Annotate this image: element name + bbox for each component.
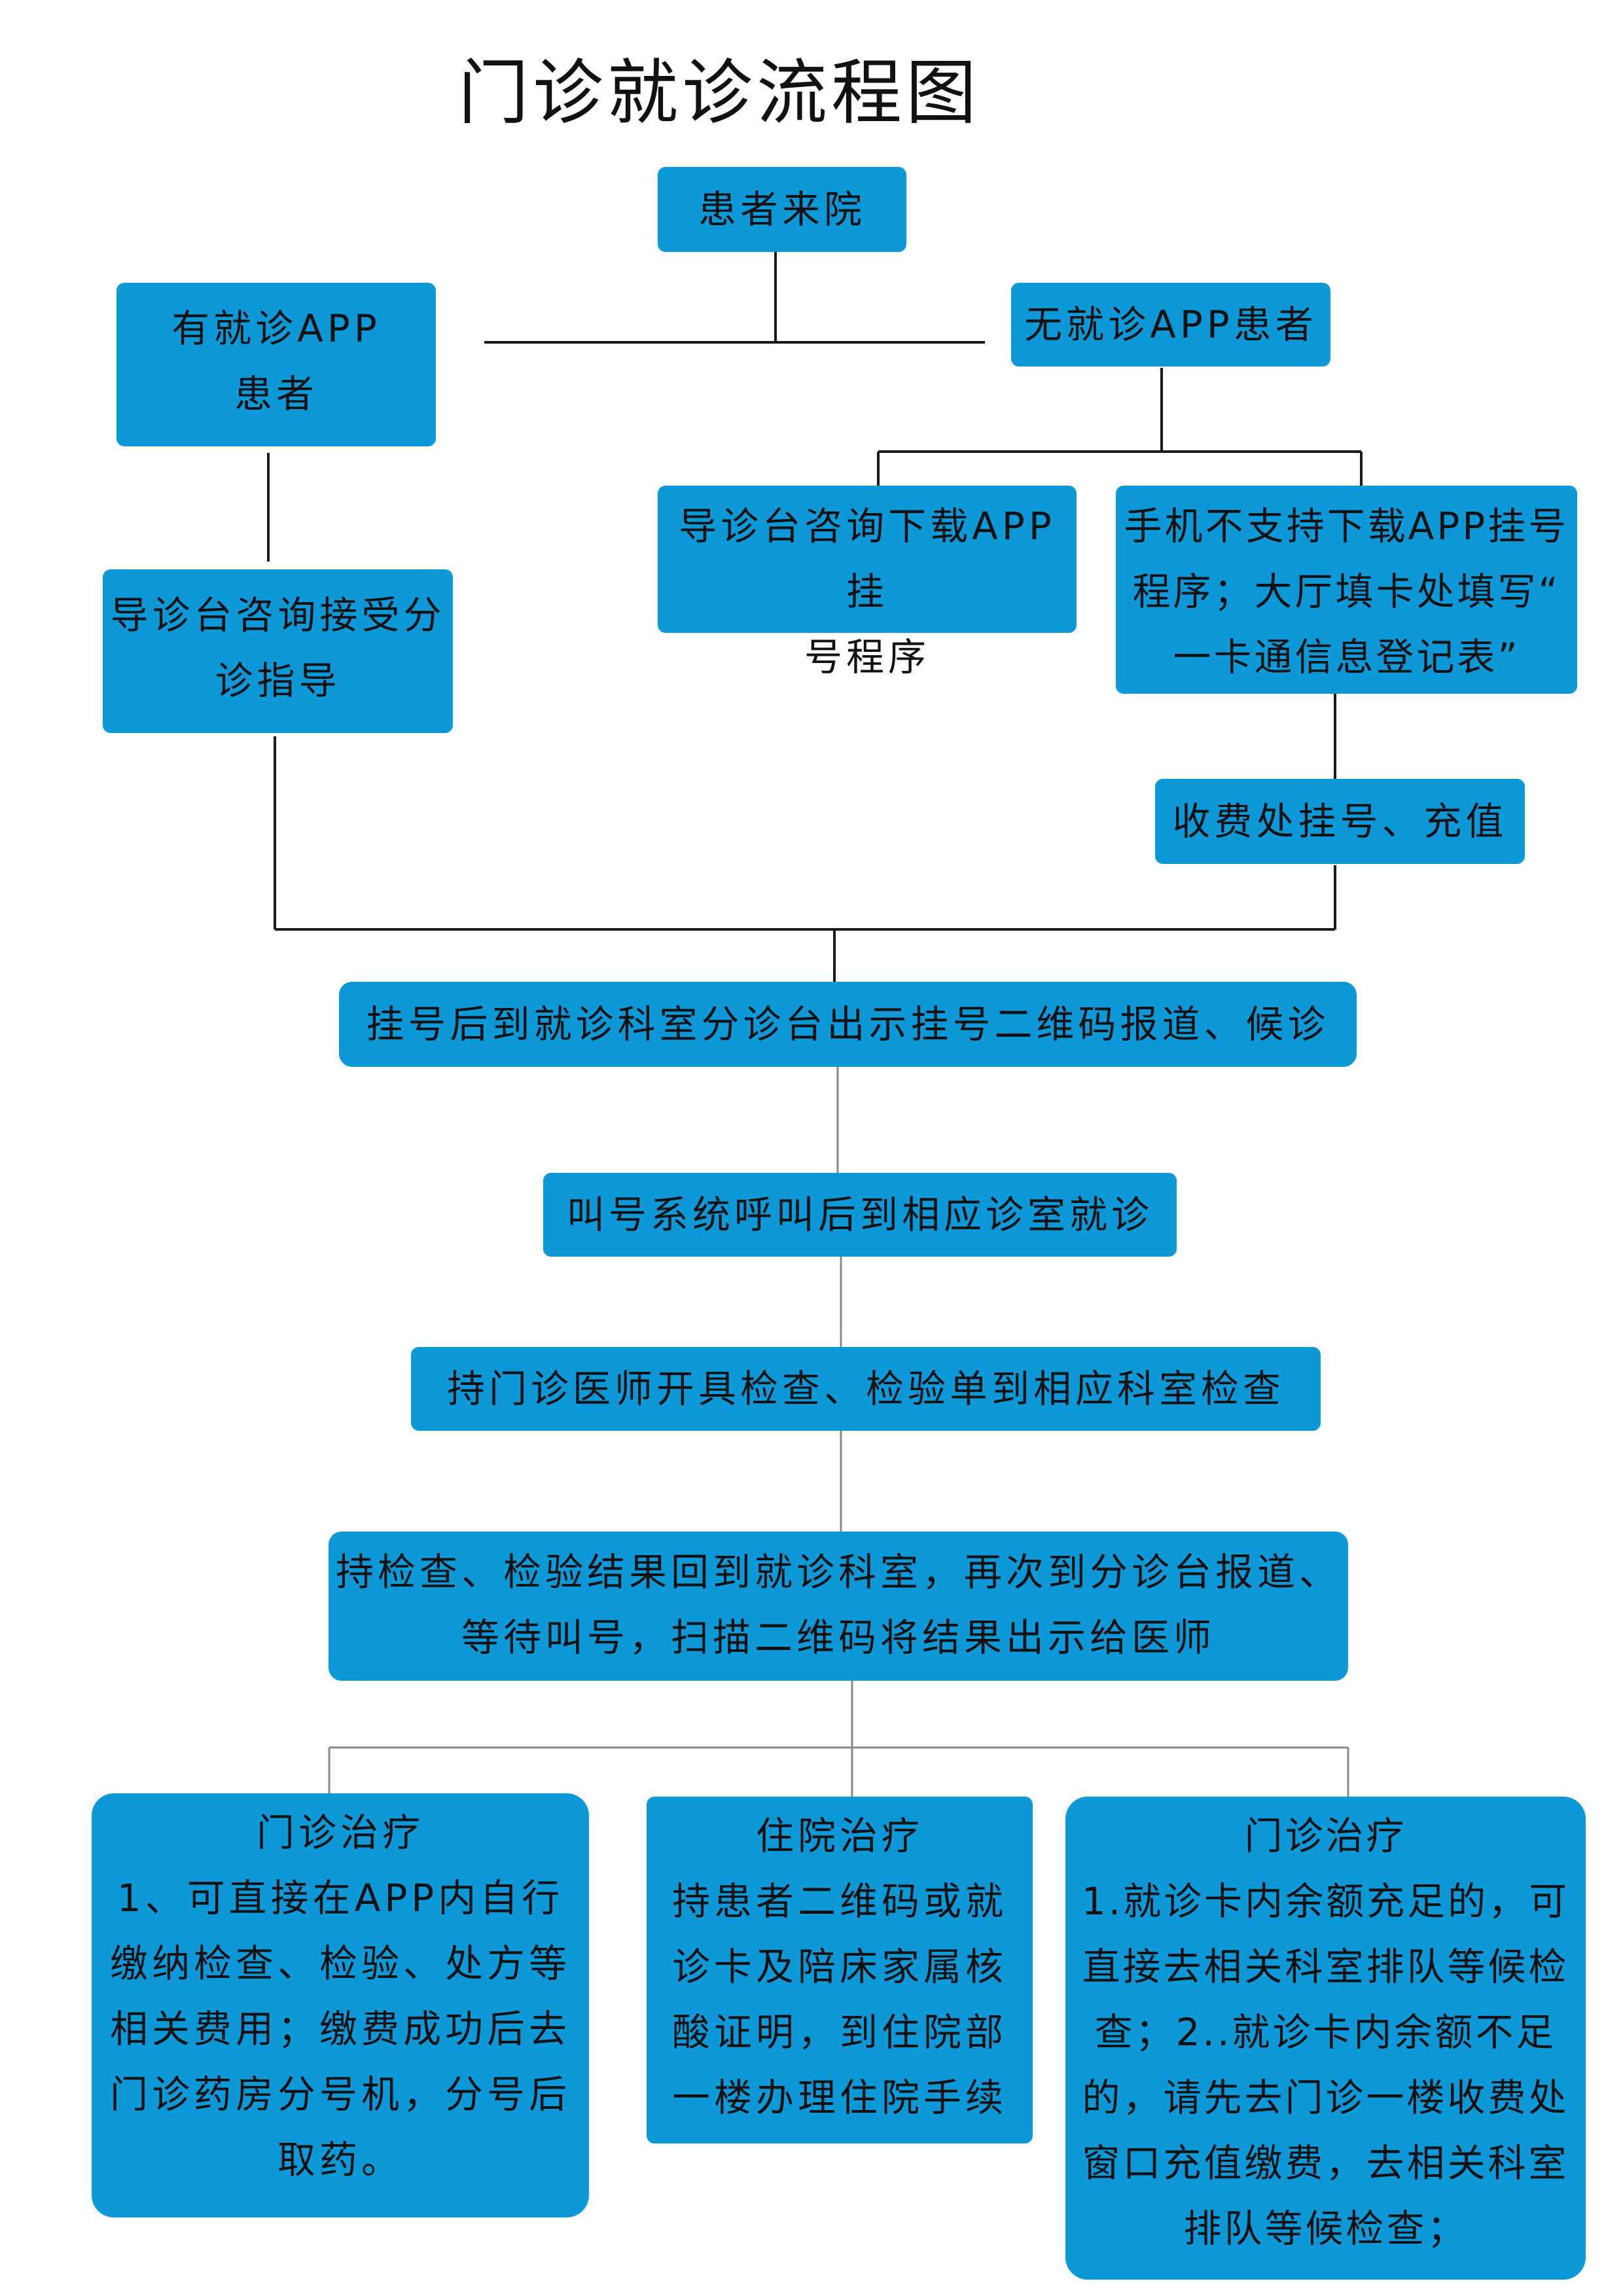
node-no-phone-line-2: 程序；大厅填卡处填写“	[1132, 569, 1561, 614]
node-outpatient-right-line-4: 的，请先去门诊一楼收费处	[1082, 2075, 1569, 2120]
node-cashier-register: 收费处挂号、充值	[1155, 779, 1525, 864]
node-outpatient-right-line-2: 直接去相关科室排队等候检	[1082, 1945, 1569, 1989]
node-inpatient-line-1: 持患者二维码或就	[671, 1879, 1007, 1924]
node-guide-download-line-2: 号程序	[804, 635, 930, 679]
node-with-app-line-2: 患者	[234, 372, 318, 416]
node-outpatient-left: 门诊治疗 1、可直接在APP内自行 缴纳检查、检验、处方等 相关费用；缴费成功后…	[92, 1793, 589, 2217]
node-outpatient-left-line-3: 相关费用；缴费成功后去	[109, 2007, 571, 2051]
node-results-line-2: 等待叫号，扫描二维码将结果出示给医师	[461, 1615, 1215, 1660]
node-outpatient-right-line-3: 查；2..就诊卡内余额不足	[1094, 2010, 1557, 2054]
node-with-app-line-1: 有就诊APP	[171, 306, 381, 351]
node-results-return: 持检查、检验结果回到就诊科室，再次到分诊台报道、 等待叫号，扫描二维码将结果出示…	[329, 1532, 1348, 1681]
node-outpatient-right-line-1: 1.就诊卡内余额充足的，可	[1081, 1879, 1570, 1924]
node-outpatient-right: 门诊治疗 1.就诊卡内余额充足的，可 直接去相关科室排队等候检 查；2..就诊卡…	[1065, 1797, 1586, 2280]
node-outpatient-right-line-6: 排队等候检查；	[1183, 2206, 1468, 2251]
node-outpatient-left-line-4: 门诊药房分号机，分号后	[109, 2072, 571, 2117]
node-guide-accept-line-1: 导诊台咨询接受分	[110, 593, 446, 637]
node-called-visit: 叫号系统呼叫后到相应诊室就诊	[543, 1173, 1177, 1257]
node-patient-arrival: 患者来院	[658, 167, 906, 252]
node-outpatient-left-line-5: 取药。	[277, 2138, 403, 2182]
node-without-app: 无就诊APP患者	[1011, 283, 1330, 367]
page-title: 门诊就诊流程图	[458, 52, 981, 134]
node-no-phone-line-1: 手机不支持下载APP挂号	[1124, 504, 1569, 548]
node-no-phone-line-3: 一卡通信息登记表”	[1173, 635, 1520, 679]
node-inpatient-line-4: 一楼办理住院手续	[671, 2075, 1007, 2120]
node-outpatient-left-heading: 门诊治疗	[256, 1810, 424, 1855]
node-guide-accept: 导诊台咨询接受分 诊指导	[103, 569, 453, 733]
node-exam-order: 持门诊医师开具检查、检验单到相应科室检查	[411, 1347, 1321, 1431]
node-no-phone-support: 手机不支持下载APP挂号 程序；大厅填卡处填写“ 一卡通信息登记表”	[1116, 486, 1577, 694]
node-results-line-1: 持检查、检验结果回到就诊科室，再次到分诊台报道、	[335, 1550, 1341, 1594]
node-guide-accept-line-2: 诊指导	[215, 658, 341, 703]
node-outpatient-right-line-5: 窗口充值缴费，去相关科室	[1082, 2141, 1569, 2185]
node-outpatient-left-line-1: 1、可直接在APP内自行	[116, 1876, 564, 1920]
node-guide-download: 导诊台咨询下载APP挂 号程序	[658, 486, 1077, 679]
node-inpatient: 住院治疗 持患者二维码或就 诊卡及陪床家属核 酸证明，到住院部 一楼办理住院手续	[647, 1797, 1033, 2144]
node-inpatient-line-2: 诊卡及陪床家属核	[671, 1945, 1007, 1989]
node-with-app: 有就诊APP 患者	[116, 283, 436, 446]
node-inpatient-line-3: 酸证明，到住院部	[671, 2010, 1007, 2054]
node-inpatient-heading: 住院治疗	[755, 1814, 923, 1858]
node-registered-report: 挂号后到就诊科室分诊台出示挂号二维码报道、候诊	[339, 982, 1357, 1067]
node-outpatient-right-heading: 门诊治疗	[1244, 1814, 1407, 1858]
node-guide-download-line-1: 导诊台咨询下载APP挂	[679, 504, 1056, 614]
node-outpatient-left-line-2: 缴纳检查、检验、处方等	[109, 1941, 571, 1986]
